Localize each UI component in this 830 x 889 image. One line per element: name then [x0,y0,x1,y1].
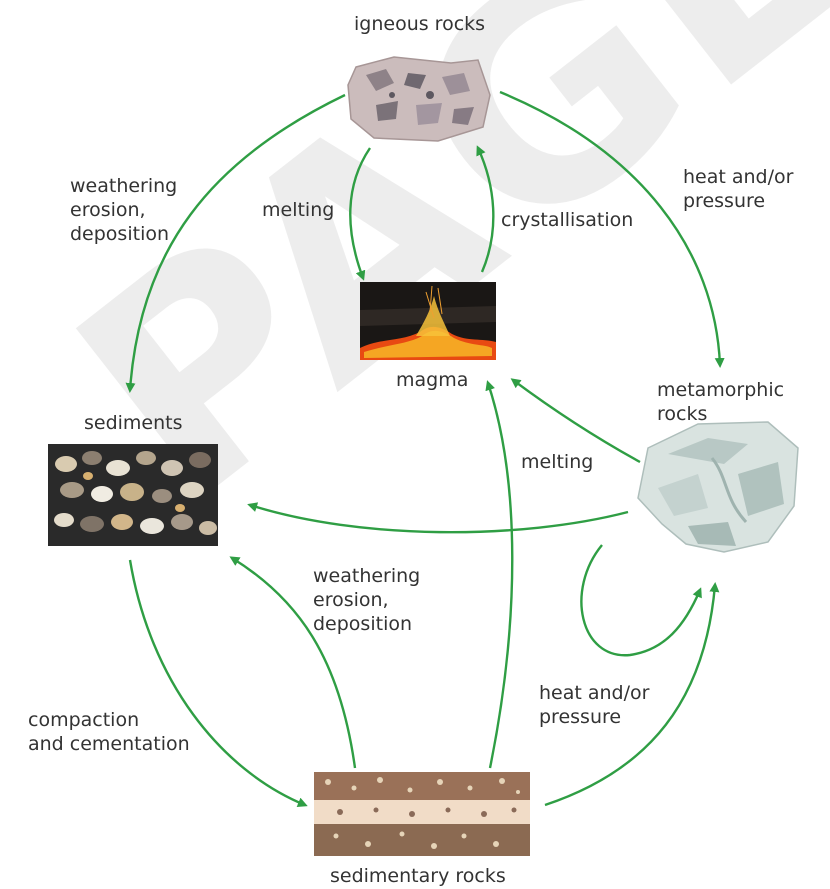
melting-label-right: melting [521,451,594,473]
arrow-igneous-to-sediments [125,93,346,393]
arrow-sedimentary-to-sediments [229,556,357,769]
arrow-igneous-to-magma [349,147,371,281]
arrow-sedimentary-to-magma [485,380,514,769]
metamorphic-rock-image [637,421,799,553]
sediments-image [48,444,218,546]
heat-pressure-label-bottom: heat and/or pressure [539,682,650,728]
sediments-label: sediments [84,412,183,434]
metamorphic-rocks-label: metamorphic rocks [657,379,785,425]
arrow-metamorphic-to-sediments [247,502,629,534]
sedimentary-rock-image [314,772,530,856]
magma-image [360,282,496,360]
arrow-metamorphic-self-loop [580,544,702,657]
magma-label: magma [396,369,469,391]
crystallisation-label: crystallisation [501,209,634,231]
sedimentary-rocks-label: sedimentary rocks [330,865,506,887]
melting-label-top: melting [262,199,335,221]
arrow-metamorphic-to-magma [510,378,641,464]
arrow-magma-to-igneous [476,145,495,273]
arrow-igneous-to-metamorphic [499,90,725,368]
arrow-sedimentary-to-metamorphic [544,582,720,807]
igneous-rocks-label: igneous rocks [354,13,486,35]
arrow-sediments-to-sedimentary [128,559,308,807]
compaction-cementation-label: compaction and cementation [28,709,190,755]
weathering-erosion-deposition-label-top: weathering erosion, deposition [70,175,178,245]
weathering-erosion-deposition-label-mid: weathering erosion, deposition [313,565,421,635]
igneous-rock-image [347,56,491,142]
heat-pressure-label-top: heat and/or pressure [683,166,794,212]
